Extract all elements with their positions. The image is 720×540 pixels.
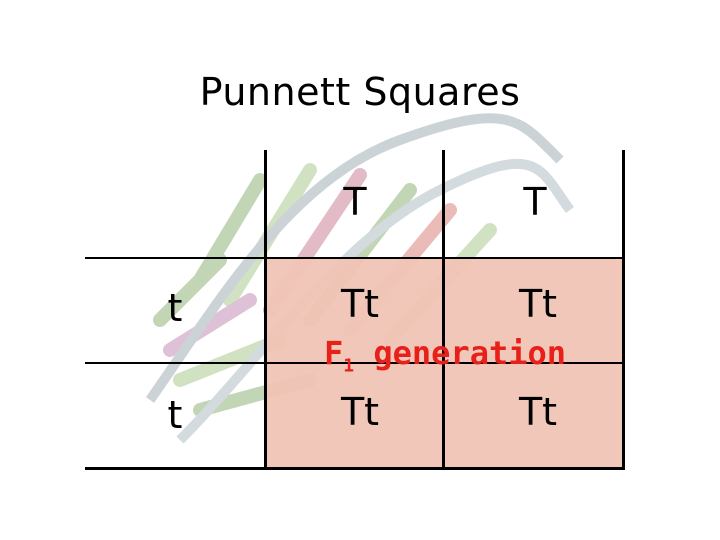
caption-prefix: F [323,334,344,372]
row-header-allele: t [167,393,183,437]
column-header-allele: T [343,180,367,224]
f1-generation-caption: F1 generation [300,334,590,376]
grid-line-vertical-middle [442,150,445,470]
grid-line-horizontal-middle [85,362,625,364]
offspring-genotype: Tt [340,390,380,434]
caption-subscript: 1 [343,355,355,377]
grid-line-horizontal-top [85,257,625,259]
grid-line-horizontal-bottom [85,467,625,470]
grid-line-vertical-right [622,150,625,470]
column-header-allele: T [523,180,547,224]
grid-line-vertical-left [264,150,267,470]
row-header-allele: t [167,286,183,330]
offspring-genotype: Tt [518,390,558,434]
caption-suffix: generation [373,334,567,372]
page-title: Punnett Squares [199,70,521,114]
offspring-genotype: Tt [340,282,380,326]
offspring-genotype: Tt [518,282,558,326]
